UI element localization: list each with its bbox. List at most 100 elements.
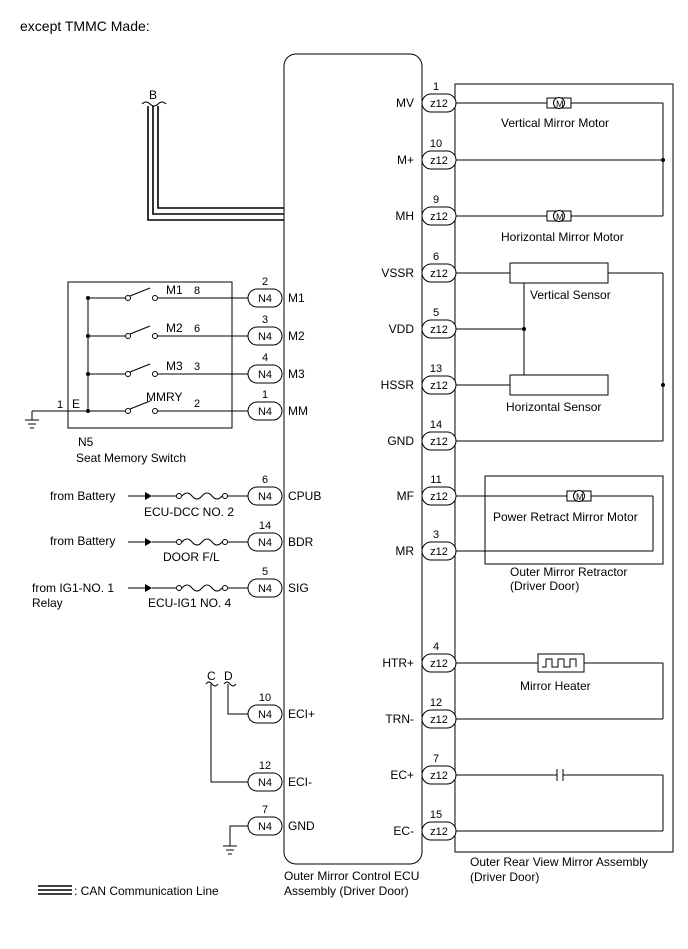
pin-number: 14 [259,520,271,532]
horizontal-motor-label: Horizontal Mirror Motor [501,230,624,244]
seat-switch-e-label: E [72,397,80,411]
seat-switch-code: N5 [78,435,94,449]
pin-label: GND [387,434,414,448]
power-feed-1: from Battery ECU-DCC NO. 2 [50,489,234,519]
junction-dot [661,158,665,162]
power-source-3: from IG1-NO. 1 [32,581,114,595]
pin-number: 4 [262,352,268,364]
switch-pin: 8 [194,285,200,297]
pin-number: 5 [433,307,439,319]
connector-code: z12 [430,268,448,280]
fuse-label-1: ECU-DCC NO. 2 [144,505,234,519]
pin-label: GND [288,819,315,833]
fuse-wire [128,492,248,500]
connector-code: z12 [430,770,448,782]
ecu-ground [223,825,248,855]
connector-n4 [247,401,283,421]
horizontal-motor-symbol: M [546,210,572,222]
legend-can-label: : CAN Communication Line [74,884,219,898]
seat-switch-box [67,281,233,429]
pin-label: MH [395,209,414,223]
retract-motor-label: Power Retract Mirror Motor [493,510,638,524]
connector-code: z12 [430,658,448,670]
pin-number: 15 [430,809,442,821]
wire-label-d: D [224,669,233,683]
pin-label: M3 [288,367,305,381]
pin-label: M2 [288,329,305,343]
connector-code: z12 [430,380,448,392]
connector-code: N4 [258,331,272,343]
power-feed-3: from IG1-NO. 1 Relay ECU-IG1 NO. 4 [32,581,232,610]
mirror-assembly-name-line1: Outer Rear View Mirror Assembly [470,855,648,869]
ground-symbol-n5 [25,419,39,429]
connector-code: N4 [258,537,272,549]
pin-label: TRN- [385,712,414,726]
power-feed-2: from Battery DOOR F/L [50,534,220,564]
horizontal-sensor-label: Horizontal Sensor [506,400,601,414]
connector-n4 [247,326,283,346]
pin-number: 2 [262,276,268,288]
connector-code: N4 [258,777,272,789]
pin-label: VDD [389,322,415,336]
pin-label: ECI- [288,775,312,789]
pin-number: 1 [262,389,268,401]
motor-symbol-v: M [556,99,564,109]
retractor-box [484,475,664,565]
pin-number: 14 [430,419,442,431]
vertical-motor-label: Vertical Mirror Motor [501,116,609,130]
pin-label: BDR [288,535,314,549]
pin-number: 3 [262,314,268,326]
junction-dot [661,383,665,387]
fuse-label-2: DOOR F/L [163,550,220,564]
horizontal-sensor [509,374,609,396]
ec-wiring [456,774,664,832]
seat-switch-name: Seat Memory Switch [76,451,186,465]
header-text: except TMMC Made: [20,18,150,34]
pin-number: 12 [430,697,442,709]
ecu-left-pin: N4 1MM [247,389,308,421]
vertical-sensor-label: Vertical Sensor [530,288,611,302]
connector-code: z12 [430,436,448,448]
legend-can-symbol [38,885,72,895]
mirror-assembly-name-line2: (Driver Door) [470,870,539,884]
switch-label: M3 [166,359,183,373]
switch-pin: 2 [194,398,200,410]
motor-symbol-r: M [576,492,584,502]
connector-code: N4 [258,491,272,503]
pin-label: MM [288,404,308,418]
connector-code: N4 [258,583,272,595]
can-bus-c-d [205,681,248,783]
switch-label: M2 [166,321,183,335]
pin-label: HTR+ [382,656,414,670]
connector-code: N4 [258,406,272,418]
connector-n4 [247,288,283,308]
junction-dot [522,327,526,331]
pin-label: CPUB [288,489,321,503]
pin-number: 7 [433,753,439,765]
pin-number: 10 [259,692,271,704]
fuse-wire [128,538,248,546]
wire-label-b: B [149,88,157,102]
connector-code: z12 [430,826,448,838]
pin-label: MR [395,544,414,558]
mirror-assembly-box [454,83,674,853]
